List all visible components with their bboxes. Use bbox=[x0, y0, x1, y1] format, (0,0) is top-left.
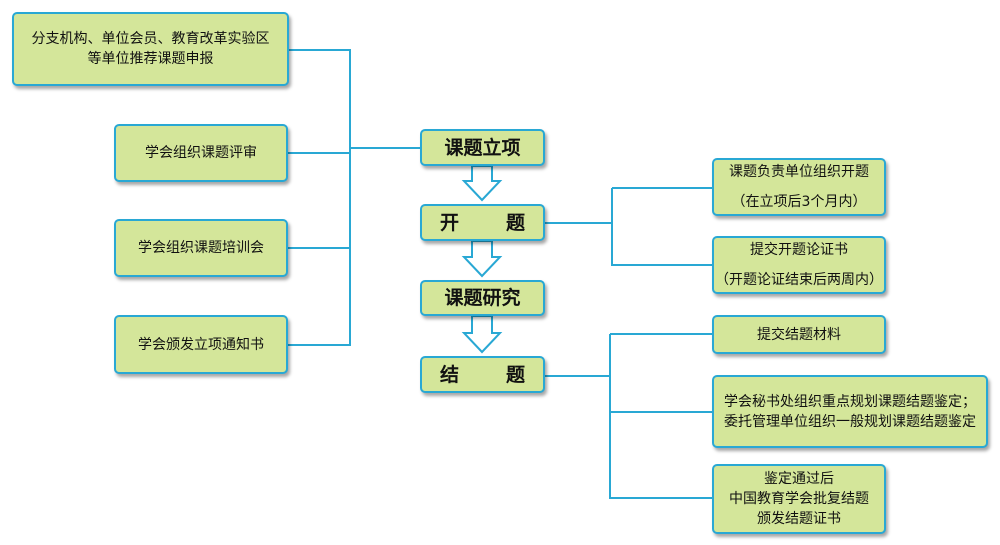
stage-research: 课题研究 bbox=[420, 280, 545, 316]
recommendation-line-1: 分支机构、单位会员、教育改革实验区 bbox=[31, 31, 270, 47]
stage-approval: 课题立项 bbox=[420, 129, 545, 166]
training-box: 学会组织课题培训会 bbox=[114, 219, 288, 277]
review-box: 学会组织课题评审 bbox=[114, 124, 288, 182]
recommendation-box: 分支机构、单位会员、教育改革实验区 等单位推荐课题申报 bbox=[12, 12, 289, 86]
closing-materials-box: 提交结题材料 bbox=[712, 315, 886, 354]
stage-closing-char-1: 结 bbox=[440, 363, 460, 386]
training-label: 学会组织课题培训会 bbox=[138, 240, 264, 256]
closing-materials-label: 提交结题材料 bbox=[757, 326, 841, 343]
opening-report-line-1: 提交开题论证书 bbox=[750, 242, 848, 258]
stage-opening: 开 题 bbox=[420, 204, 545, 241]
down-arrow-2 bbox=[461, 240, 503, 278]
opening-organize-box: 课题负责单位组织开题 （在立项后3个月内） bbox=[712, 158, 886, 216]
opening-report-box: 提交开题论证书 （开题论证结束后两周内） bbox=[712, 236, 886, 294]
opening-organize-line-1: 课题负责单位组织开题 bbox=[729, 164, 869, 180]
down-arrow-3 bbox=[461, 315, 503, 354]
approval-certificate-line-3: 颁发结题证书 bbox=[757, 511, 841, 527]
notice-box: 学会颁发立项通知书 bbox=[114, 315, 288, 374]
stage-opening-char-1: 开 bbox=[440, 211, 460, 234]
stage-opening-char-2: 题 bbox=[505, 211, 525, 234]
stage-approval-label: 课题立项 bbox=[444, 136, 521, 159]
stage-closing-char-2: 题 bbox=[505, 363, 525, 386]
stage-closing: 结 题 bbox=[420, 356, 545, 393]
appraisal-box: 学会秘书处组织重点规划课题结题鉴定； 委托管理单位组织一般规划课题结题鉴定 bbox=[712, 375, 988, 448]
down-arrow-1 bbox=[461, 165, 503, 202]
opening-report-line-2: （开题论证结束后两周内） bbox=[715, 272, 883, 288]
stage-research-label: 课题研究 bbox=[444, 287, 521, 309]
review-label: 学会组织课题评审 bbox=[145, 145, 257, 161]
notice-label: 学会颁发立项通知书 bbox=[138, 336, 264, 353]
approval-certificate-box: 鉴定通过后 中国教育学会批复结题 颁发结题证书 bbox=[712, 464, 886, 534]
appraisal-line-1: 学会秘书处组织重点规划课题结题鉴定； bbox=[724, 393, 976, 410]
recommendation-line-2: 等单位推荐课题申报 bbox=[87, 51, 214, 67]
appraisal-line-2: 委托管理单位组织一般规划课题结题鉴定 bbox=[724, 413, 976, 430]
opening-organize-line-2: （在立项后3个月内） bbox=[731, 194, 867, 210]
approval-certificate-line-1: 鉴定通过后 bbox=[764, 471, 834, 487]
approval-certificate-line-2: 中国教育学会批复结题 bbox=[729, 491, 869, 507]
